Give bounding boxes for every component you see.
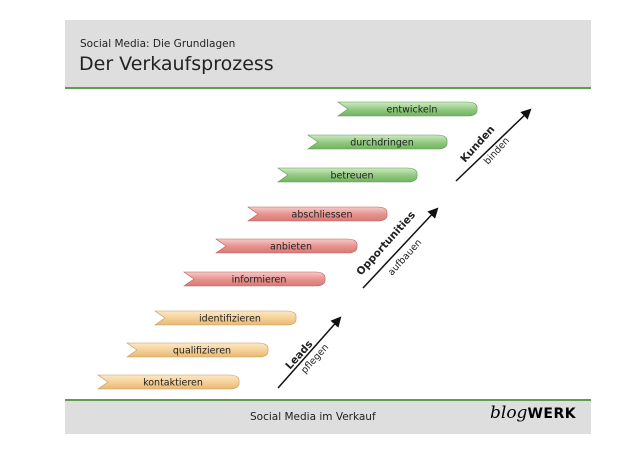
footer-text: Social Media im Verkauf — [250, 411, 376, 423]
step-kontaktieren: kontaktieren — [97, 374, 240, 390]
slide-title: Der Verkaufsprozess — [79, 53, 274, 75]
step-label: qualifizieren — [173, 346, 231, 357]
step-identifizieren: identifizieren — [154, 310, 297, 326]
arrow-line — [455, 108, 532, 182]
step-informieren: informieren — [183, 271, 326, 287]
step-label: betreuen — [330, 171, 373, 182]
step-label: identifizieren — [199, 314, 261, 325]
step-durchdringen: durchdringen — [307, 134, 448, 150]
arrow-line — [362, 207, 439, 289]
slide-footer: Social Media im Verkauf blogWERK — [65, 399, 591, 434]
stage-leads-arrow: Leads pflegen — [277, 316, 342, 389]
step-betreuen: betreuen — [277, 167, 418, 183]
step-shape — [183, 271, 326, 287]
step-label: entwickeln — [387, 105, 438, 116]
step-shape — [307, 134, 448, 150]
logo-script-part: blog — [490, 403, 528, 423]
step-shape — [126, 342, 269, 358]
step-label: kontaktieren — [143, 378, 203, 389]
step-label: anbieten — [270, 242, 312, 253]
step-shape — [277, 167, 418, 183]
logo-bold-part: WERK — [527, 406, 577, 422]
step-shape — [97, 374, 240, 390]
step-entwickeln: entwickeln — [337, 101, 478, 117]
step-shape — [247, 206, 388, 222]
step-label: abschliessen — [292, 210, 353, 221]
step-anbieten: anbieten — [215, 238, 358, 254]
step-shape — [215, 238, 358, 254]
header-subtitle: Social Media: Die Grundlagen — [80, 38, 236, 50]
slide-header: Social Media: Die Grundlagen Der Verkauf… — [65, 20, 591, 89]
blogwerk-logo: blogWERK — [490, 403, 576, 423]
step-label: informieren — [232, 275, 287, 286]
step-abschliessen: abschliessen — [247, 206, 388, 222]
stage-kunden-arrow: Kunden binden — [455, 108, 532, 182]
arrow-line — [277, 316, 342, 389]
step-shape — [337, 101, 478, 117]
step-label: durchdringen — [350, 138, 414, 149]
step-qualifizieren: qualifizieren — [126, 342, 269, 358]
step-shape — [154, 310, 297, 326]
